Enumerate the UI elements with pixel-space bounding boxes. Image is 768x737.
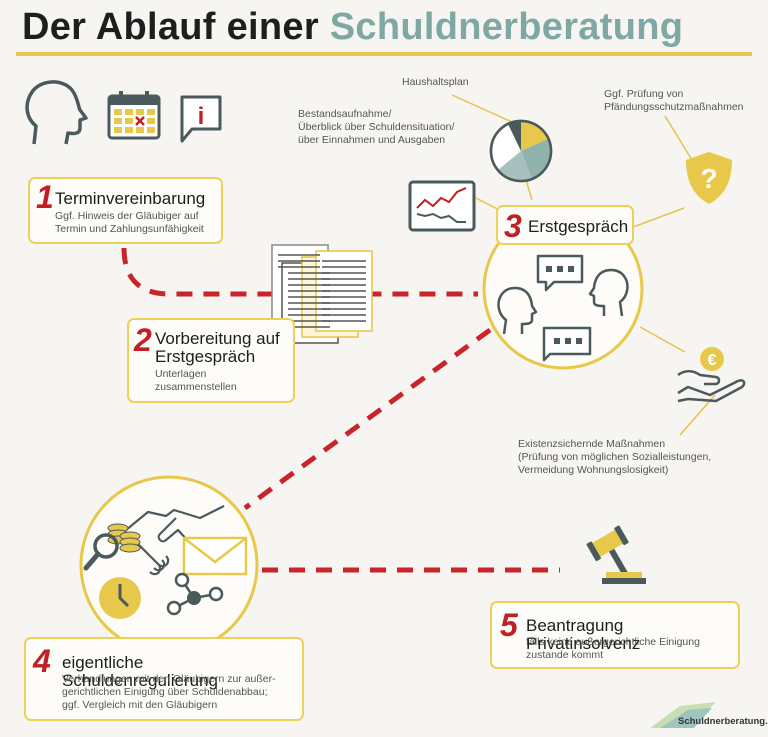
euro-glyph: € xyxy=(708,352,717,369)
line-chart-icon xyxy=(408,180,476,232)
label-pfaendung-1: Ggf. Prüfung von xyxy=(604,88,684,100)
gavel-icon xyxy=(586,525,646,584)
head-icon xyxy=(25,80,88,145)
step-1-number: 1 xyxy=(36,179,54,215)
connector-1-2 xyxy=(121,247,478,297)
connector-3-4 xyxy=(243,327,492,511)
step-5-box: 5 Beantragung Privatinsolvenz falls kein… xyxy=(490,601,740,669)
step-2-desc-2: zusammenstellen xyxy=(155,381,237,393)
label-bestandsaufnahme-2: Überblick über Schuldensituation/ xyxy=(298,121,455,133)
step-1-box: 1 Terminvereinbarung Ggf. Hinweis der Gl… xyxy=(28,177,223,244)
title-part-1: Der Ablauf einer xyxy=(22,6,330,48)
step-5-number: 5 xyxy=(500,607,518,643)
page-title: Der Ablauf einer Schuldnerberatung xyxy=(22,6,683,49)
hand-euro-icon: € xyxy=(677,347,746,403)
step-5-title: Beantragung Privatinsolvenz xyxy=(526,616,641,653)
label-existenz-2: (Prüfung von möglichen Sozialleistungen, xyxy=(518,451,712,463)
step-2-title-1: Vorbereitung auf xyxy=(155,329,280,348)
step-4-number: 4 xyxy=(33,643,51,679)
step-5-desc-1: falls keine außergerichtliche Einigung xyxy=(526,636,700,648)
logo-mark xyxy=(650,702,716,728)
spoke-haushaltsplan-label xyxy=(451,94,513,123)
step-4-desc-3: ggf. Vergleich mit den Gläubigern xyxy=(62,699,218,711)
info-bubble-icon: i xyxy=(180,95,222,143)
step-3-title: Erstgespräch xyxy=(528,217,629,236)
label-bestandsaufnahme-3: über Einnahmen und Ausgaben xyxy=(298,134,446,146)
step-3-circle xyxy=(482,208,644,370)
step-4-desc-1: Verhandlungen mit den Gläubigern zur auß… xyxy=(62,673,276,685)
label-existenz-1: Existenzsichernde Maßnahmen xyxy=(518,438,666,450)
step-2-box: 2 Vorbereitung auf Erstgespräch Unterlag… xyxy=(127,318,295,403)
step-1-desc-2: Termin und Zahlungsunfähigkeit xyxy=(55,223,204,235)
label-haushaltsplan: Haushaltsplan xyxy=(402,76,469,88)
info-glyph: i xyxy=(198,103,205,130)
step-4-title: eigentliche Schuldenregulierung xyxy=(62,653,218,690)
calendar-icon xyxy=(107,91,161,140)
step-2-desc-1: Unterlagen xyxy=(155,368,207,380)
step-4-box: 4 eigentliche Schuldenregulierung Verhan… xyxy=(24,637,304,721)
label-bestandsaufnahme-1: Bestandsaufnahme/ xyxy=(298,108,392,120)
label-existenz-3: Vermeidung Wohnungslosigkeit) xyxy=(518,464,669,476)
step-4-circle xyxy=(79,475,259,655)
pie-chart-icon xyxy=(489,119,553,183)
step-2-title-2: Erstgespräch xyxy=(155,347,256,366)
step-3-box: 3 Erstgespräch xyxy=(496,205,634,245)
spoke-pfaendung-label xyxy=(664,115,693,161)
question-glyph: ? xyxy=(700,163,717,194)
step-5-desc-2: zustande kommt xyxy=(526,649,604,661)
title-underline xyxy=(16,52,752,56)
label-pfaendung-2: Pfändungsschutzmaßnahmen xyxy=(604,101,744,113)
shield-icon: ? xyxy=(686,152,732,204)
step-1-title: Terminvereinbarung xyxy=(55,189,206,208)
spoke-existenz xyxy=(639,326,686,353)
step-4-desc-2: gerichtlichen Einigung über Schuldenabba… xyxy=(62,686,268,698)
logo-text: Schuldnerberatung.de xyxy=(678,716,768,727)
step-1-desc-1: Ggf. Hinweis der Gläubiger auf xyxy=(55,210,199,222)
title-part-2: Schuldnerberatung xyxy=(329,6,684,48)
step-3-number: 3 xyxy=(504,208,522,244)
step-2-number: 2 xyxy=(134,322,152,358)
spoke-pfaendung xyxy=(624,207,685,231)
